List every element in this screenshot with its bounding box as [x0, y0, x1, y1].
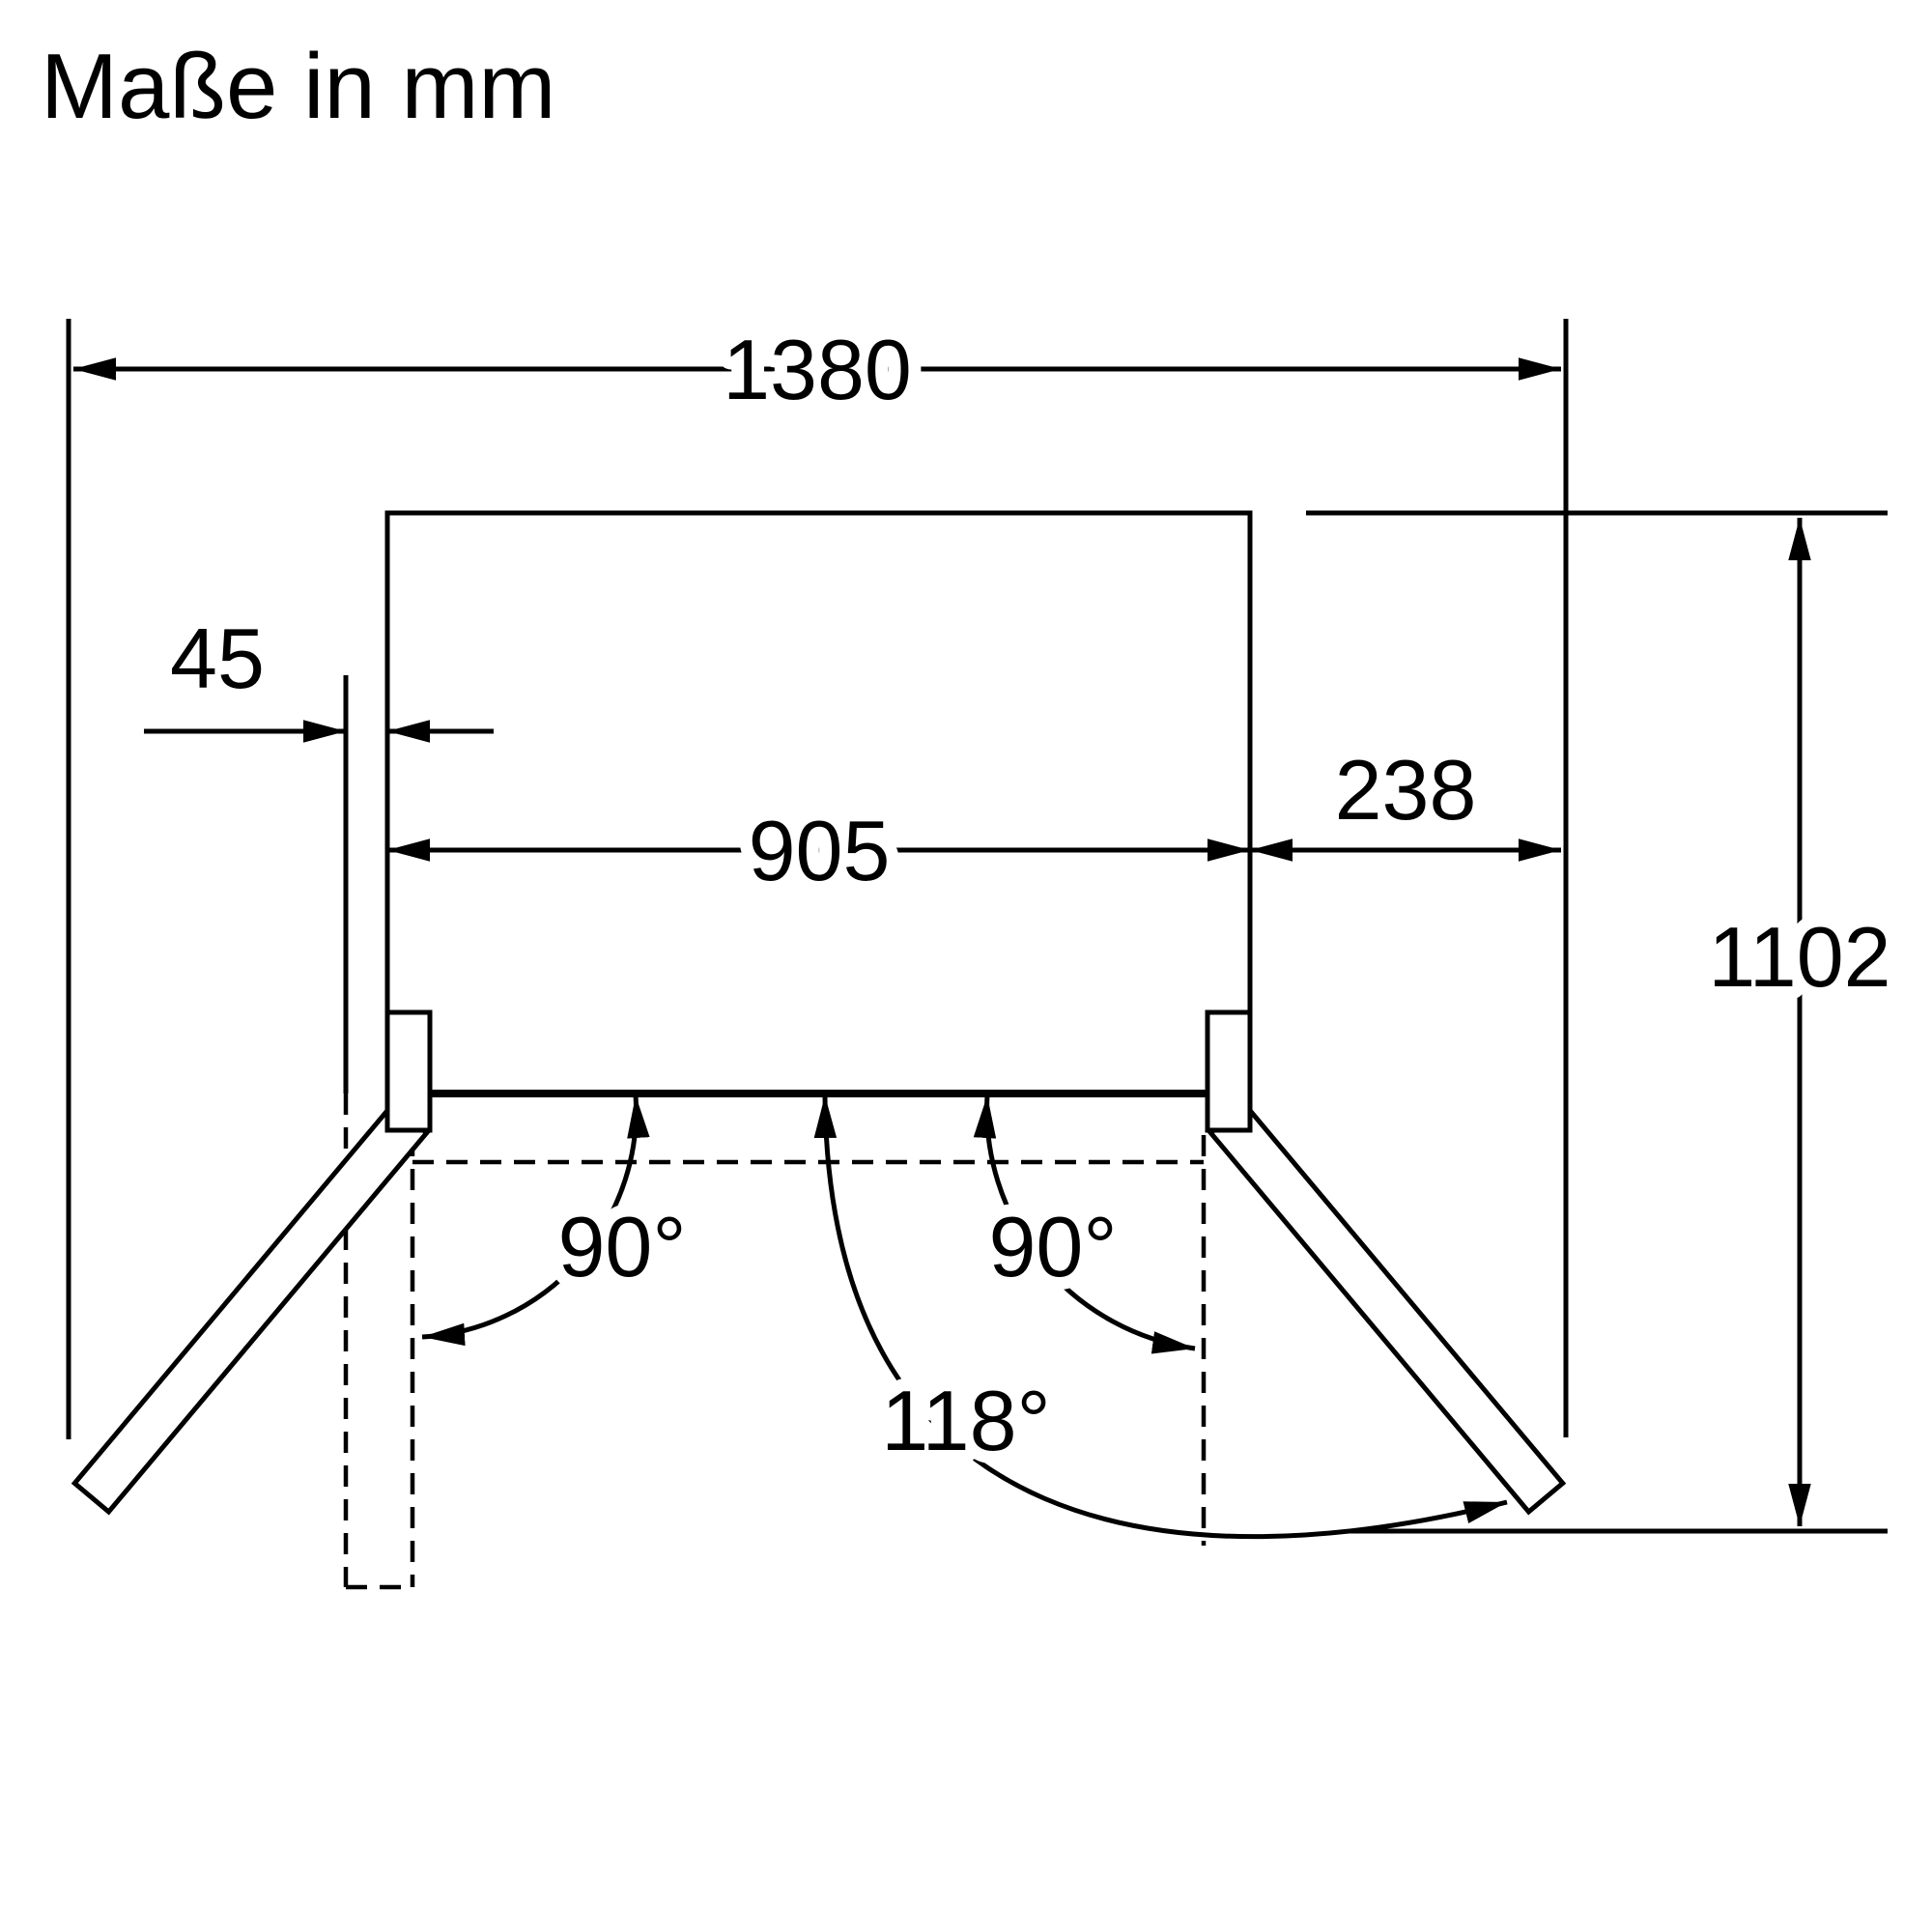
label-depth-open: 1102: [1708, 909, 1890, 1005]
label-side-gap: 45: [170, 611, 265, 706]
arc-118deg: [813, 1094, 1508, 1540]
label-angle-max: 118°: [881, 1373, 1050, 1468]
label-angle-left: 90°: [557, 1199, 686, 1294]
door-90deg-dashed-outlines: [343, 1094, 1207, 1590]
arc-left-90deg: [421, 1094, 650, 1347]
dimension-lines: [73, 357, 1811, 1526]
label-body-width: 905: [749, 803, 891, 898]
dimension-labels: 1380 45 905 238 1102 90° 90° 118°: [157, 309, 1904, 1481]
label-door-offset: 238: [1335, 742, 1477, 838]
door-swing-arcs: [421, 1094, 1508, 1540]
left-hinge-block: [384, 1009, 433, 1133]
label-total-width: 1380: [723, 322, 912, 417]
left-door-open: [71, 1100, 431, 1516]
page-title: Maße in mm: [41, 35, 555, 138]
right-door-open: [1207, 1100, 1567, 1516]
label-angle-right: 90°: [988, 1199, 1117, 1294]
right-hinge-block: [1205, 1009, 1253, 1133]
extension-lines: [66, 319, 1888, 1534]
